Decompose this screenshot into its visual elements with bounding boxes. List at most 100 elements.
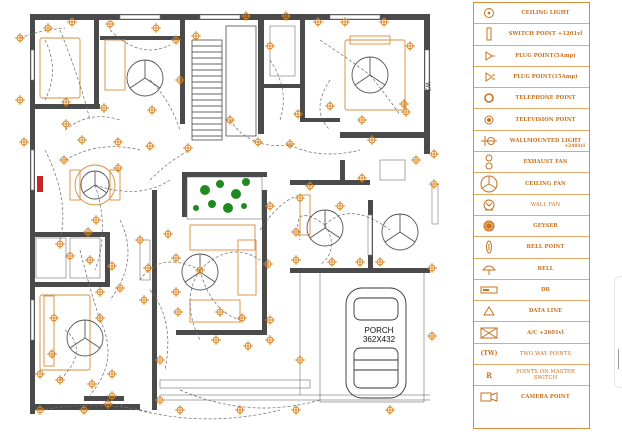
light-point-icon <box>155 395 165 405</box>
legend-row-wall-light: WALLMOUNTED LIGHT +2401vl <box>474 131 589 153</box>
light-point-icon <box>399 99 409 109</box>
legend-label: CEILING LIGHT <box>521 10 570 17</box>
light-point-icon <box>175 75 185 85</box>
legend-row-master-switch: R POINTS ON MASTER SWITCH <box>474 365 589 387</box>
ceiling-light-icon <box>484 8 494 19</box>
ceiling-fan-icon <box>126 59 164 97</box>
light-point-icon <box>291 227 301 237</box>
light-point-icon <box>375 257 385 267</box>
light-point-icon <box>405 41 415 51</box>
light-point-icon <box>55 375 65 385</box>
legend-label: DATA LINE <box>528 308 563 315</box>
light-point-icon <box>379 17 389 27</box>
light-point-icon <box>385 405 395 415</box>
light-point-icon <box>295 355 305 365</box>
legend-row-ac: A/C +2601vl <box>474 322 589 344</box>
bell-icon <box>481 265 497 275</box>
distribution-board <box>37 176 43 192</box>
data-line-icon <box>483 306 495 316</box>
light-point-icon <box>95 313 105 323</box>
light-point-icon <box>429 179 439 189</box>
light-point-icon <box>265 201 275 211</box>
light-point-icon <box>155 355 165 365</box>
light-point-icon <box>61 97 71 107</box>
light-point-icon <box>325 101 335 111</box>
light-point-icon <box>107 369 117 379</box>
light-point-icon <box>85 255 95 265</box>
staircase <box>191 25 257 141</box>
light-point-icon <box>35 369 45 379</box>
car <box>345 287 407 399</box>
legend-row-wall-fan: WALL FAN <box>474 195 589 216</box>
db-icon <box>480 286 498 294</box>
light-point-icon <box>61 119 71 129</box>
light-point-icon <box>87 379 97 389</box>
light-point-icon <box>83 227 93 237</box>
light-point-icon <box>291 405 301 415</box>
light-point-icon <box>107 261 117 271</box>
legend-label: DB <box>540 287 551 293</box>
legend-row-bell-point: BELL POINT <box>474 237 589 259</box>
light-point-icon <box>241 11 251 21</box>
legend-row-ceiling-light: CEILING LIGHT <box>474 3 589 25</box>
light-point-icon <box>281 11 291 21</box>
legend-row-ceiling-fan: CEILING FAN <box>474 173 589 195</box>
legend-row-data-line: DATA LINE <box>474 301 589 323</box>
legend-label: BELL POINT <box>526 244 565 251</box>
light-point-icon <box>191 31 201 41</box>
legend-row-plug-15: PLUG POINT(15Amp) <box>474 67 589 89</box>
ac-icon <box>480 327 498 339</box>
light-point-icon <box>95 287 105 297</box>
light-point-icon <box>171 287 181 297</box>
light-point-icon <box>355 257 365 267</box>
light-point-icon <box>107 391 117 401</box>
light-point-icon <box>211 335 221 345</box>
legend-label: TELEVISION POINT <box>515 116 576 123</box>
light-point-icon <box>55 239 65 249</box>
wall-fan-icon <box>483 199 495 211</box>
legend-label: TELEPHONE POINT <box>515 95 576 102</box>
light-point-icon <box>43 23 53 33</box>
legend-row-telephone: TELEPHONE POINT <box>474 88 589 110</box>
light-point-icon <box>357 115 367 125</box>
wall-mark: W3 <box>424 82 431 92</box>
light-point-icon <box>79 405 89 415</box>
light-point-icon <box>313 17 323 27</box>
light-point-icon <box>145 141 155 151</box>
light-point-icon <box>115 283 125 293</box>
light-point-icon <box>215 307 225 317</box>
light-point-icon <box>151 23 161 33</box>
side-panel-tab[interactable] <box>614 276 622 388</box>
legend-label: PLUG POINT(15Amp) <box>513 74 578 81</box>
ceiling-fan-icon <box>480 175 498 193</box>
legend-row-camera: CAMERA POINT <box>474 386 589 407</box>
light-point-icon <box>135 235 145 245</box>
light-point-icon <box>65 251 75 261</box>
legend-label: CAMERA POINT <box>521 393 570 400</box>
drag-handle[interactable] <box>618 349 619 369</box>
light-point-icon <box>357 173 367 183</box>
light-point-icon <box>411 155 421 165</box>
legend-label: PLUG POINT(5Amp) <box>515 52 576 59</box>
light-point-icon <box>99 103 109 113</box>
wiring <box>19 27 401 420</box>
light-point-icon <box>91 215 101 225</box>
legend-row-exhaust-fan: EXHAUST FAN <box>474 152 589 174</box>
light-point-icon <box>225 115 235 125</box>
light-point-icon <box>235 405 245 415</box>
light-point-icon <box>113 163 123 173</box>
geyser-icon <box>483 220 495 232</box>
legend-row-db: DB <box>474 280 589 302</box>
legend-label: POINTS ON MASTER SWITCH <box>516 369 575 382</box>
light-point-icon <box>285 139 295 149</box>
legend-label: BELL <box>537 265 554 272</box>
light-point-icon <box>143 263 153 273</box>
light-point-icon <box>335 201 345 211</box>
power-plug-icon <box>485 72 495 82</box>
television-icon <box>484 115 494 125</box>
light-point-icon <box>15 95 25 105</box>
light-point-icon <box>49 313 59 323</box>
legend-label: WALLMOUNTED LIGHT <box>509 137 582 144</box>
legend-row-switch-point: SWITCH POINT +1201vl <box>474 24 589 46</box>
light-point-icon <box>401 107 411 117</box>
